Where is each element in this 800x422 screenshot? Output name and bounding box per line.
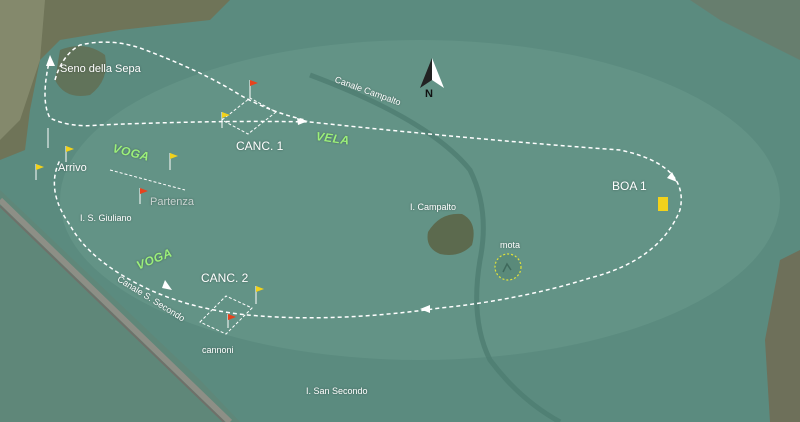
flag-icon xyxy=(249,80,258,98)
urban-area xyxy=(0,0,45,140)
canale-campalto-line xyxy=(309,72,562,422)
route-arrow-icon xyxy=(162,280,172,290)
race-route-upper xyxy=(54,41,306,121)
mota-marker xyxy=(494,253,522,281)
flag-icon xyxy=(255,286,264,304)
causeway-road xyxy=(0,197,233,422)
flag-icon xyxy=(139,188,148,204)
race-route xyxy=(44,57,682,319)
label-seno-sepa: Seno della Sepa xyxy=(60,63,141,75)
route-arrow-icon xyxy=(420,305,430,313)
flag-icon xyxy=(169,153,178,170)
label-partenza: Partenza xyxy=(150,196,195,208)
label-arrivo: Arrivo xyxy=(58,162,87,174)
north-label: N xyxy=(425,88,433,100)
label-san-secondo: I. San Secondo xyxy=(306,386,368,396)
island-top-right xyxy=(690,0,800,60)
north-arrow-icon xyxy=(420,58,444,88)
label-boa1: BOA 1 xyxy=(612,179,647,193)
label-cannoni: cannoni xyxy=(202,345,234,355)
island-seno-sepa xyxy=(55,46,106,96)
buoy-marker-icon xyxy=(658,197,668,211)
lagoon-shallows xyxy=(60,40,780,360)
label-canc2: CANC. 2 xyxy=(201,271,249,285)
causeway-rail xyxy=(0,205,225,422)
label-campalto: I. Campalto xyxy=(410,202,457,212)
flag-icon xyxy=(65,146,74,162)
island-campalto xyxy=(427,213,474,255)
label-canc1: CANC. 1 xyxy=(236,139,284,153)
start-line xyxy=(109,169,186,191)
flag-icon xyxy=(227,314,236,328)
mainland-top-left xyxy=(0,0,230,160)
mota-icon xyxy=(502,262,512,273)
route-arrow-icon xyxy=(667,172,677,182)
canc2-box xyxy=(199,295,253,335)
route-arrow-icon xyxy=(297,118,308,125)
label-giuliano: I. S. Giuliano xyxy=(80,213,132,223)
label-mota: mota xyxy=(500,240,521,250)
flag-icon xyxy=(35,164,44,180)
flag-icon xyxy=(221,112,230,128)
route-arrow-icon xyxy=(46,55,55,66)
marsh-bottom-left xyxy=(0,190,240,422)
canc1-box xyxy=(221,97,277,135)
island-right-edge xyxy=(765,250,800,422)
